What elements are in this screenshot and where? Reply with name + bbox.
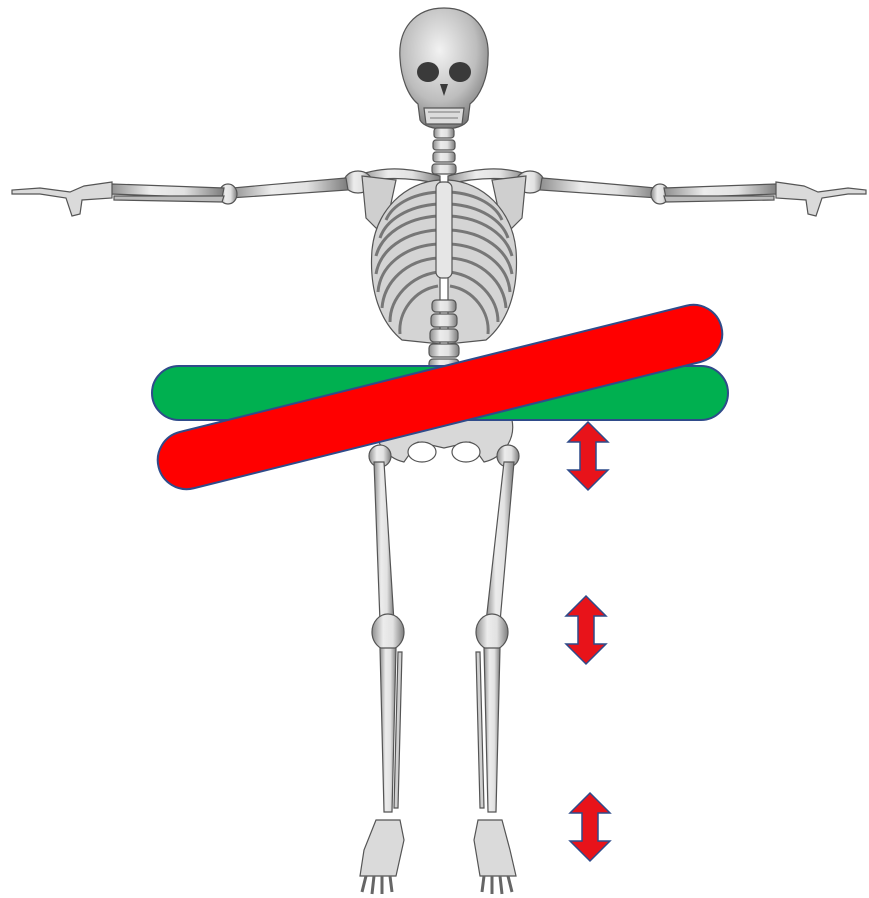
vertical-double-arrow-icon (568, 422, 608, 490)
vertical-double-arrow-icon (566, 596, 606, 664)
right-leg (474, 445, 519, 894)
cervical-spine (432, 128, 456, 174)
vertical-double-arrow-icon (570, 793, 610, 861)
skeleton (12, 8, 866, 894)
skull (400, 8, 488, 129)
right-arm (540, 178, 866, 216)
level-arrows (566, 422, 610, 861)
lumbar-spine (429, 300, 459, 372)
left-leg (360, 445, 404, 894)
left-arm (12, 178, 348, 216)
sternum (436, 182, 452, 278)
